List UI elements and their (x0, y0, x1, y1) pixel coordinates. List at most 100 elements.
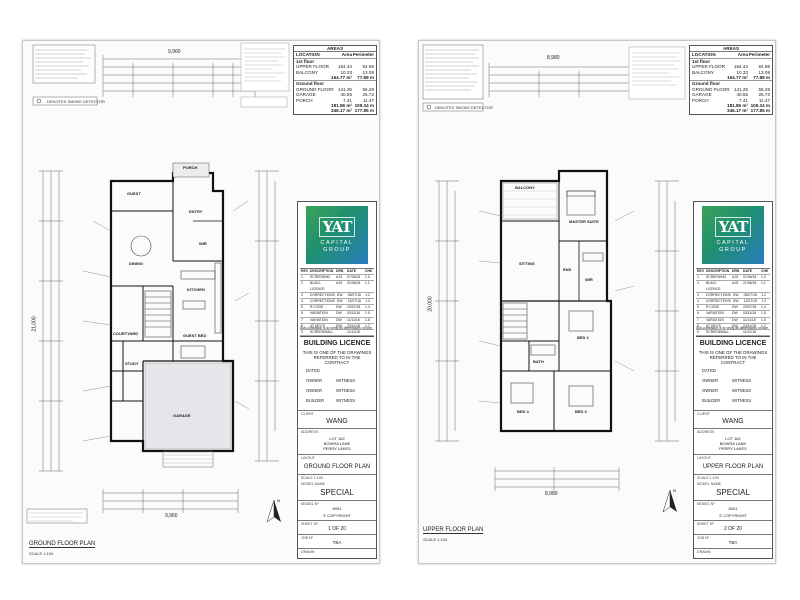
subcontractor-note: Sub-contractor is to verify all dimensio… (300, 326, 372, 330)
dimension-top: 9,960 (168, 49, 181, 55)
plan-caption: GROUND FLOOR PLAN (29, 541, 96, 548)
logo-mark: YAT (318, 217, 356, 237)
area-value: 141.25 (733, 86, 748, 92)
area-value: 7.41 (739, 97, 748, 103)
smoke-detector-note: DENOTES SMOKE DETECTOR (435, 105, 493, 110)
job-value: TBA (728, 540, 738, 545)
sheet-label: SHEET Nº (697, 522, 714, 526)
dimension-top: 8,980 (547, 55, 560, 61)
room-label: BALCONY (515, 185, 535, 190)
area-row-label: GARAGE (692, 92, 712, 98)
room-label: WIR (199, 241, 207, 246)
areas-heading: AREAS (690, 46, 772, 53)
drawing-sheet-ground-floor: N 9,960 9,960 21,000 PORCH ENTRY GUEST D… (22, 40, 380, 564)
area-value: 7.41 (343, 97, 352, 103)
dated-line: DATED (702, 368, 716, 373)
area-row-label: BALCONY (692, 69, 714, 75)
svg-text:N: N (673, 488, 676, 493)
subcontractor-note: Sub-contractor is to verify all dimensio… (696, 326, 768, 330)
col-area: Area (737, 52, 748, 58)
rev-header: DATE (743, 269, 752, 273)
room-label: WIR (585, 277, 593, 282)
room-label: GUEST (127, 191, 141, 196)
col-location: LOCATION (296, 52, 320, 58)
drawn-label: DRAWN (697, 550, 711, 554)
rev-header: CHK (365, 269, 373, 273)
perimeter-value: 55.28 (362, 86, 375, 92)
drawing-sheet-upper-floor: N 8,980 8,980 20,000 BALCONY MASTER SUIT… (418, 40, 776, 564)
model-name-label: MODEL NAME (697, 482, 722, 486)
rev-header: DESCRIPTION (706, 269, 730, 273)
area-row-label: UPPER FLOOR (296, 64, 329, 70)
area-row-label: GROUND FLOOR (296, 86, 334, 92)
building-licence-title: BUILDING LICENCE (696, 336, 770, 347)
dimension-bottom: 8,980 (545, 491, 558, 497)
north-arrow-icon: N (266, 498, 281, 523)
company-logo: YAT CAPITAL GROUP (702, 206, 764, 264)
areas-heading: AREAS (294, 46, 376, 53)
model-no-label: MODEL Nº (301, 502, 319, 506)
logo-mark: YAT (714, 217, 752, 237)
svg-text:N: N (277, 498, 280, 503)
perimeter-value: 11.47 (362, 97, 374, 103)
area-total: 164.77 m² (727, 75, 748, 81)
rev-header: REV (697, 269, 704, 273)
perimeter-value: 11.47 (758, 97, 770, 103)
area-value: 40.55 (736, 92, 749, 98)
dated-line: DATED (306, 368, 320, 373)
client-name: WANG (722, 418, 744, 425)
area-row-label: GARAGE (296, 92, 316, 98)
rev-header: DRN (732, 269, 740, 273)
first-floor-heading: 1st floor (294, 57, 376, 64)
room-label: BED 2 (577, 335, 589, 340)
copyright-text: © COPYRIGHT (719, 513, 747, 518)
dimension-bottom: 9,960 (165, 513, 178, 519)
perimeter-total: 77.88 m (753, 75, 770, 81)
area-value: 10.33 (340, 69, 353, 75)
col-perimeter: Perimeter (748, 52, 770, 58)
area-total: 181.86 m² (727, 103, 748, 109)
room-label: BATH (533, 359, 544, 364)
scale-caption: SCALE 1:100 (29, 551, 54, 556)
company-logo: YAT CAPITAL GROUP (306, 206, 368, 264)
smoke-detector-note: DENOTES SMOKE DETECTOR (47, 99, 105, 104)
model-no-value: 8001 (332, 506, 342, 511)
perimeter-value: 55.28 (758, 86, 771, 92)
address-label: ADDRESS (697, 430, 715, 434)
col-location: LOCATION (692, 52, 716, 58)
area-row-label: BALCONY (296, 69, 318, 75)
area-value: 154.44 (337, 64, 352, 70)
layout-label: LAYOUT (301, 456, 316, 460)
area-row-label: PORCH (296, 97, 313, 103)
client-label: CLIENT (697, 412, 710, 416)
area-row-label: PORCH (692, 97, 709, 103)
address-label: ADDRESS (301, 430, 319, 434)
room-label: COURTYARD (113, 331, 139, 336)
scale-value: SCALE 1:100 (697, 476, 719, 480)
area-total: 164.77 m² (331, 75, 352, 81)
perimeter-grand-total: 177.86 m (354, 108, 374, 114)
areas-table: AREAS LOCATION Area Perimeter 1st floor … (293, 45, 377, 115)
perimeter-total: 109.34 m (750, 103, 770, 109)
room-label: STUDY (125, 361, 139, 366)
job-label: JOB Nº (301, 536, 313, 540)
client-label: CLIENT (301, 412, 314, 416)
first-floor-heading: 1st floor (690, 57, 772, 64)
perimeter-value: 13.08 (362, 69, 375, 75)
sheet-value: 2 OF 20 (723, 526, 743, 532)
area-value: 154.44 (733, 64, 748, 70)
job-label: JOB Nº (697, 536, 709, 540)
room-label: SITTING (519, 261, 535, 266)
room-label: DINING (129, 261, 143, 266)
room-label: GUEST BED (183, 333, 207, 338)
plan-caption: UPPER FLOOR PLAN (423, 527, 484, 534)
